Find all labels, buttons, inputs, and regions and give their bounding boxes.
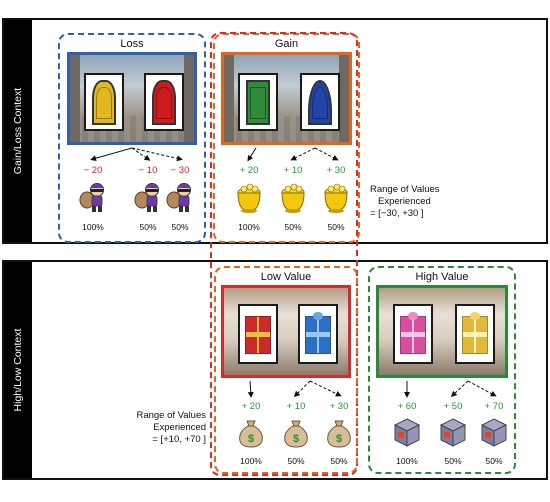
- outcome-value: + 30: [329, 401, 349, 412]
- svg-text:$: $: [336, 433, 342, 445]
- gift-card-pink[interactable]: [393, 304, 433, 364]
- outcome-probability: 50%: [284, 222, 302, 232]
- red-door: [151, 80, 177, 125]
- outcome-value: + 20: [239, 165, 259, 176]
- outcome-value: + 10: [283, 165, 303, 176]
- svg-text:$: $: [293, 433, 299, 445]
- outcome-probability: 50%: [139, 222, 157, 232]
- outcome-value: + 20: [241, 401, 261, 412]
- treasure-cube-icon: [392, 415, 422, 449]
- range-bottom: Range of Values Experienced = [+10, +70 …: [118, 410, 206, 446]
- outcome-probability: 100%: [82, 222, 104, 232]
- outcome-arrow: [293, 380, 311, 398]
- block-title: Loss: [120, 38, 144, 50]
- outcome-probability: 50%: [327, 222, 345, 232]
- outcome-probability: 100%: [240, 456, 262, 466]
- burglar-icon: [78, 180, 108, 214]
- outcome-probability: 50%: [330, 456, 348, 466]
- range-line: Experienced: [378, 196, 431, 207]
- door-card-yellow[interactable]: [84, 73, 124, 131]
- shared-rewards-outline: [210, 32, 358, 476]
- loss-scene: [67, 52, 197, 145]
- low-value-block: Low Value: [214, 266, 358, 474]
- outcome-value: + 60: [397, 401, 417, 412]
- pink-gift: [400, 312, 426, 355]
- yellow-door: [91, 80, 117, 125]
- gold-pot-icon: [278, 180, 308, 214]
- red-gift: [245, 316, 271, 355]
- outcome-value: − 10: [138, 165, 158, 176]
- gain-block: Gain: [213, 33, 360, 243]
- low-value-scene: [221, 285, 351, 378]
- outcome-arrow: [290, 147, 316, 161]
- money-bag-icon: $: [236, 415, 266, 449]
- gift-card-blue[interactable]: [298, 304, 338, 364]
- outcome-probability: 100%: [396, 456, 418, 466]
- door-card-green[interactable]: [238, 73, 278, 131]
- door-card-blue[interactable]: [300, 73, 340, 131]
- range-line: Range of Values: [370, 184, 440, 195]
- door-card-red[interactable]: [144, 73, 184, 131]
- block-title: Gain: [274, 38, 299, 50]
- outcome-arrow: [314, 147, 339, 161]
- loss-block: Loss: [58, 33, 206, 243]
- outcome-value: + 70: [484, 401, 504, 412]
- outcome-arrow: [309, 380, 342, 397]
- svg-text:$: $: [248, 433, 254, 445]
- money-bag-icon: $: [281, 415, 311, 449]
- block-title: Low Value: [260, 271, 312, 283]
- outcome-arrow: [90, 147, 133, 162]
- treasure-cube-icon: [479, 415, 509, 449]
- context-sidebar: Gain/Loss Context: [4, 20, 32, 242]
- green-door: [245, 80, 271, 125]
- range-line: = [+10, +70 ]: [152, 434, 206, 445]
- outcome-value: + 10: [286, 401, 306, 412]
- outcome-arrow: [131, 147, 183, 162]
- range-line: Range of Values: [136, 410, 206, 421]
- gain-scene: [221, 52, 352, 145]
- burglar-icon: [133, 180, 163, 214]
- gold-gift: [462, 312, 488, 355]
- outcome-value: − 30: [170, 165, 190, 176]
- burglar-icon: [165, 180, 195, 214]
- money-bag-icon: $: [324, 415, 354, 449]
- outcome-arrow: [131, 147, 151, 161]
- high-value-scene: [376, 285, 508, 378]
- outcome-arrow: [450, 380, 469, 398]
- gift-card-gold[interactable]: [455, 304, 495, 364]
- gift-card-red[interactable]: [238, 304, 278, 364]
- range-line: = [−30, +30 ]: [370, 208, 424, 219]
- outcome-probability: 50%: [485, 456, 503, 466]
- blue-door: [307, 80, 333, 125]
- block-title: High Value: [415, 271, 469, 283]
- outcome-value: + 50: [443, 401, 463, 412]
- outcome-arrow: [247, 380, 254, 398]
- high-value-block: High Value: [368, 266, 516, 474]
- outcome-value: + 30: [326, 165, 346, 176]
- outcome-probability: 50%: [171, 222, 189, 232]
- outcome-probability: 50%: [287, 456, 305, 466]
- range-top: Range of Values Experienced = [−30, +30 …: [370, 184, 440, 220]
- blue-gift: [305, 312, 331, 355]
- context-sidebar: High/Low Context: [4, 262, 32, 478]
- treasure-cube-icon: [438, 415, 468, 449]
- outcome-arrow: [467, 380, 497, 397]
- range-line: Experienced: [153, 422, 206, 433]
- outcome-arrow: [247, 147, 257, 162]
- gold-pot-icon: [321, 180, 351, 214]
- outcome-value: − 20: [83, 165, 103, 176]
- gold-pot-icon: [234, 180, 264, 214]
- outcome-probability: 50%: [444, 456, 462, 466]
- outcome-probability: 100%: [238, 222, 260, 232]
